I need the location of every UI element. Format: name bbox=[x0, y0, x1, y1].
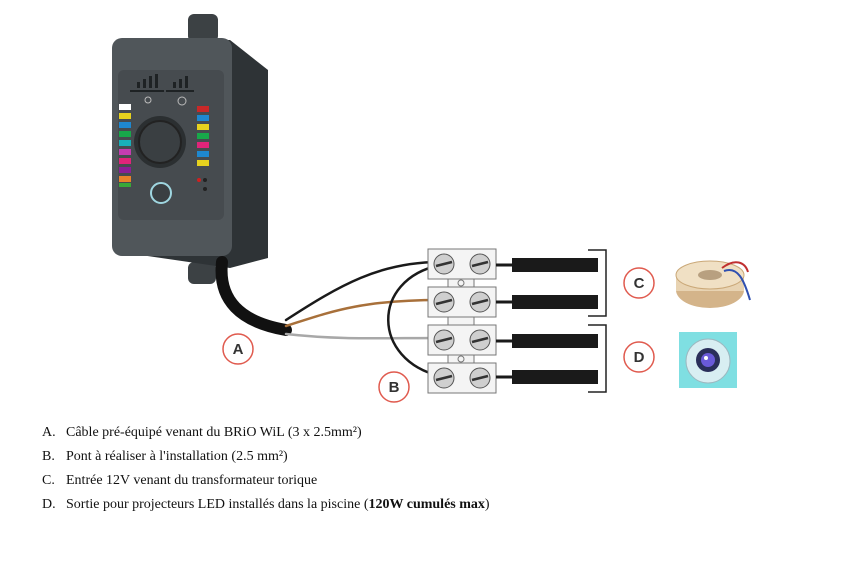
legend-letter: A. bbox=[42, 425, 56, 440]
callout-b: B bbox=[378, 371, 410, 403]
legend-text: Sortie pour projecteurs LED installés da… bbox=[66, 497, 369, 512]
cable-out-2 bbox=[512, 295, 598, 309]
led-projector-image bbox=[679, 332, 737, 388]
svg-text:B: B bbox=[389, 379, 400, 396]
legend-list: A. Câble pré-équipé venant du BRiO WiL (3… bbox=[42, 421, 490, 517]
legend-item-a: A. Câble pré-équipé venant du BRiO WiL (3… bbox=[42, 421, 490, 445]
cable-out-1 bbox=[512, 258, 598, 272]
legend-letter: B. bbox=[42, 449, 55, 464]
brio-wil-controller bbox=[112, 14, 268, 284]
legend-letter: D. bbox=[42, 497, 56, 512]
bracket-c bbox=[588, 249, 607, 317]
wire-grey bbox=[284, 332, 442, 340]
legend-letter: C. bbox=[42, 473, 55, 488]
bridge-wire-b bbox=[387, 263, 442, 378]
svg-text:D: D bbox=[634, 349, 645, 366]
legend-item-c: C. Entrée 12V venant du transformateur to… bbox=[42, 469, 490, 493]
toroidal-transformer-image bbox=[675, 260, 751, 308]
bracket-d bbox=[588, 324, 607, 393]
legend-bold-text: 120W cumulés max bbox=[368, 497, 485, 512]
callout-a: A bbox=[222, 333, 254, 365]
terminal-block bbox=[427, 248, 497, 394]
callout-c: C bbox=[623, 267, 655, 299]
wire-brown bbox=[284, 298, 442, 328]
legend-text: Câble pré-équipé venant du BRiO WiL (3 x… bbox=[66, 425, 362, 440]
legend-item-d: D. Sortie pour projecteurs LED installés … bbox=[42, 493, 490, 517]
wire-black bbox=[284, 260, 442, 322]
cable-a bbox=[215, 256, 292, 336]
callout-d: D bbox=[623, 341, 655, 373]
cable-out-3 bbox=[512, 334, 598, 348]
svg-text:C: C bbox=[634, 275, 645, 292]
legend-item-b: B. Pont à réaliser à l'installation (2.5 … bbox=[42, 445, 490, 469]
wiring-diagram: A B C D bbox=[112, 14, 751, 403]
legend-text-end: ) bbox=[484, 497, 490, 512]
cable-out-4 bbox=[512, 370, 598, 384]
legend-text: Entrée 12V venant du transformateur tori… bbox=[66, 473, 318, 488]
svg-text:A: A bbox=[233, 341, 244, 358]
legend-text: Pont à réaliser à l'installation (2.5 mm… bbox=[66, 449, 288, 464]
